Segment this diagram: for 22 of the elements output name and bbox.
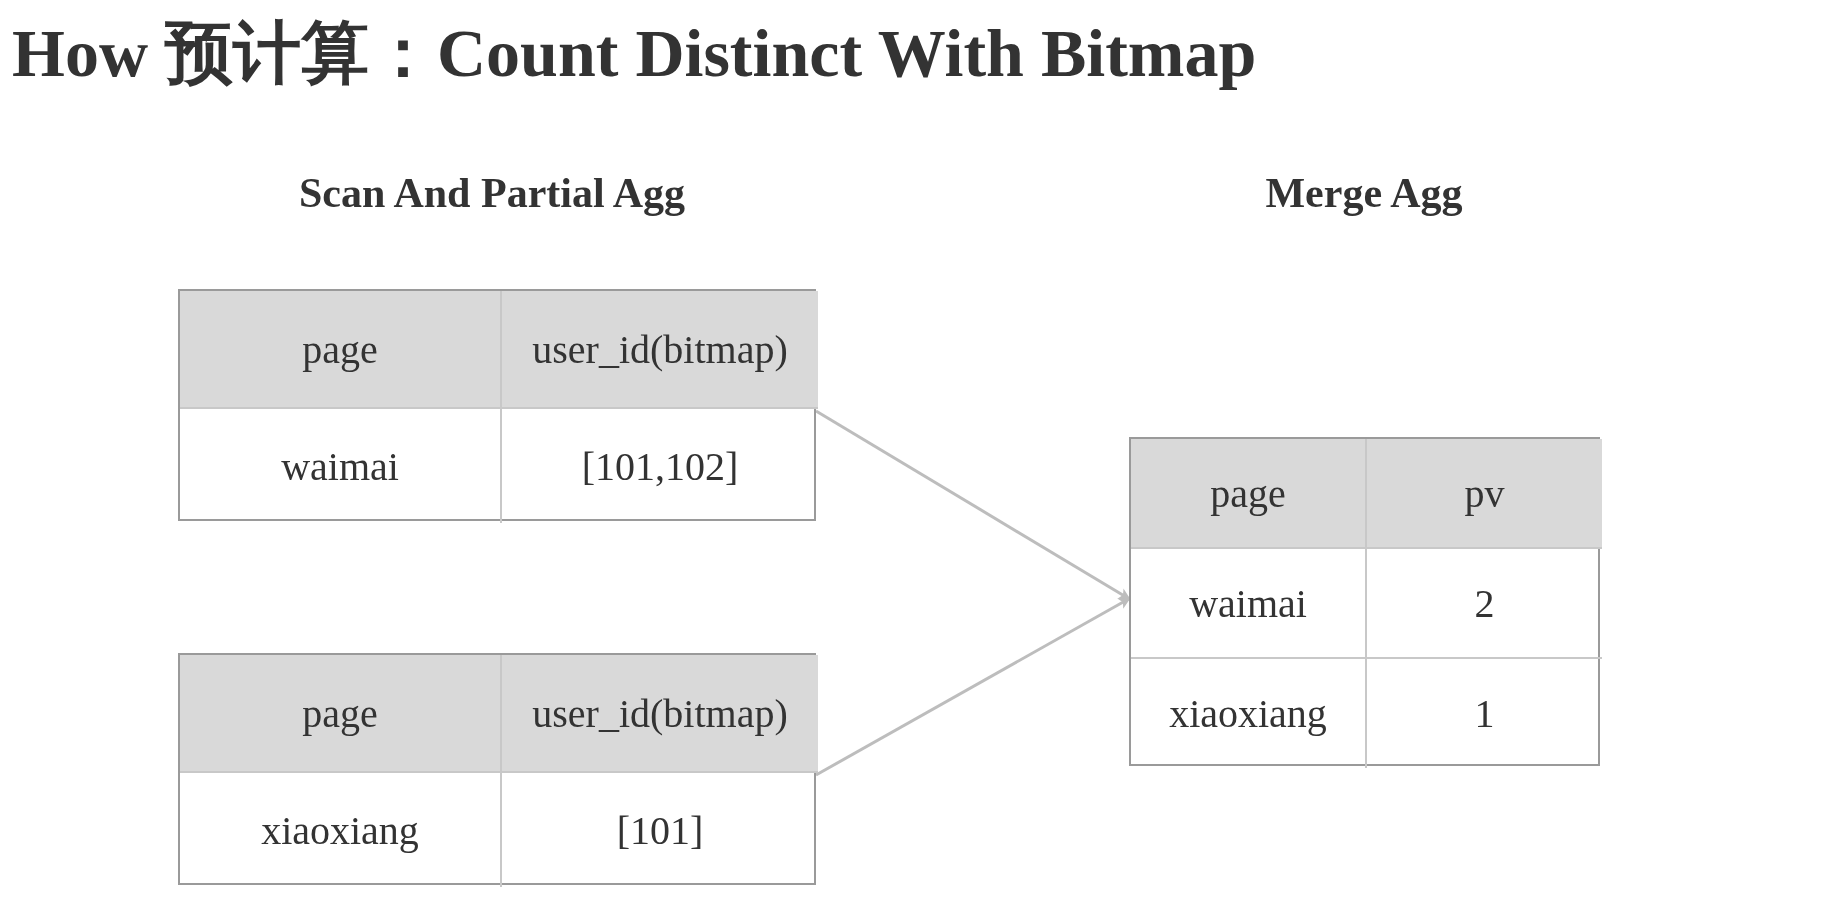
table-cell: 2 xyxy=(1367,549,1602,659)
header-cell: user_id(bitmap) xyxy=(502,655,818,773)
header-cell: page xyxy=(180,655,502,773)
data-table xyxy=(1129,437,1600,766)
arrow xyxy=(815,597,1131,777)
data-table xyxy=(178,289,816,521)
header-cell: user_id(bitmap) xyxy=(502,291,818,409)
table-cell: xiaoxiang xyxy=(180,773,502,887)
table-cell-text: [101] xyxy=(615,806,705,855)
section-heading: Scan And Partial Agg xyxy=(298,169,686,218)
table-cell: xiaoxiang xyxy=(1131,659,1367,768)
table-cell: waimai xyxy=(1131,549,1367,659)
data-table xyxy=(178,653,816,885)
table-cell-text: 1 xyxy=(1473,690,1496,738)
header-cell: page xyxy=(1131,439,1367,549)
title: How 预计算：Count Distinct With Bitmap xyxy=(12,14,1257,93)
section-heading: Merge Agg xyxy=(1265,169,1463,218)
table-cell-text: [101,102] xyxy=(580,442,740,491)
arrow xyxy=(815,409,1131,600)
table-cell: waimai xyxy=(180,409,502,523)
header-cell: pv xyxy=(1367,439,1602,549)
header-cell: page xyxy=(180,291,502,409)
